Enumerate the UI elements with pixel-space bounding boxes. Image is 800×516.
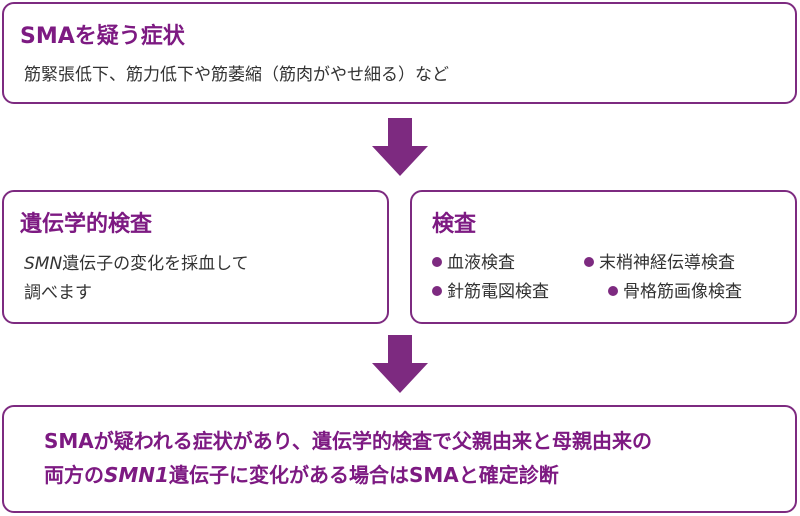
tests-box: 検査 血液検査 末梢神経伝導検査 針筋電図検査 骨格筋画像検査	[410, 190, 797, 324]
symptoms-title: SMAを疑う症状	[20, 24, 185, 49]
test-item: 針筋電図検査	[432, 284, 549, 301]
test-item: 末梢神経伝導検査	[584, 255, 735, 272]
diagnosis-box: SMAが疑われる症状があり、遺伝学的検査で父親由来と母親由来の 両方のSMN1遺…	[2, 405, 797, 513]
genetic-test-description-line2: 調べます	[24, 283, 92, 303]
genetic-test-box: 遺伝学的検査 SMN遺伝子の変化を採血して 調べます	[2, 190, 389, 324]
bullet-dot-icon	[584, 257, 594, 267]
down-arrow-icon	[372, 335, 428, 393]
test-item-label: 針筋電図検査	[447, 282, 549, 302]
test-item: 骨格筋画像検査	[608, 284, 742, 301]
genetic-test-description-line1: SMN遺伝子の変化を採血して	[24, 256, 249, 273]
genetic-test-line1-text: 遺伝子の変化を採血して	[62, 254, 249, 274]
test-item-label: 血液検査	[447, 253, 515, 273]
bullet-dot-icon	[432, 286, 442, 296]
down-arrow-icon	[372, 118, 428, 176]
smn1-gene-label: SMN1	[104, 463, 169, 487]
genetic-test-title: 遺伝学的検査	[20, 212, 153, 237]
symptoms-box: SMAを疑う症状 筋緊張低下、筋力低下や筋萎縮（筋肉がやせ細る）など	[2, 2, 797, 104]
diagnosis-line2: 両方のSMN1遺伝子に変化がある場合はSMAと確定診断	[44, 465, 559, 485]
bullet-dot-icon	[432, 257, 442, 267]
test-item-label: 骨格筋画像検査	[623, 282, 742, 302]
test-item-label: 末梢神経伝導検査	[599, 253, 735, 273]
tests-title: 検査	[432, 212, 477, 237]
test-item: 血液検査	[432, 255, 515, 272]
smn-gene-label: SMN	[24, 254, 63, 274]
diagnosis-line2-pre: 両方の	[44, 463, 104, 487]
bullet-dot-icon	[608, 286, 618, 296]
diagnosis-line1: SMAが疑われる症状があり、遺伝学的検査で父親由来と母親由来の	[44, 429, 652, 453]
diagnosis-line2-post: 遺伝子に変化がある場合はSMAと確定診断	[168, 463, 559, 487]
symptoms-description: 筋緊張低下、筋力低下や筋萎縮（筋肉がやせ細る）など	[24, 65, 449, 85]
